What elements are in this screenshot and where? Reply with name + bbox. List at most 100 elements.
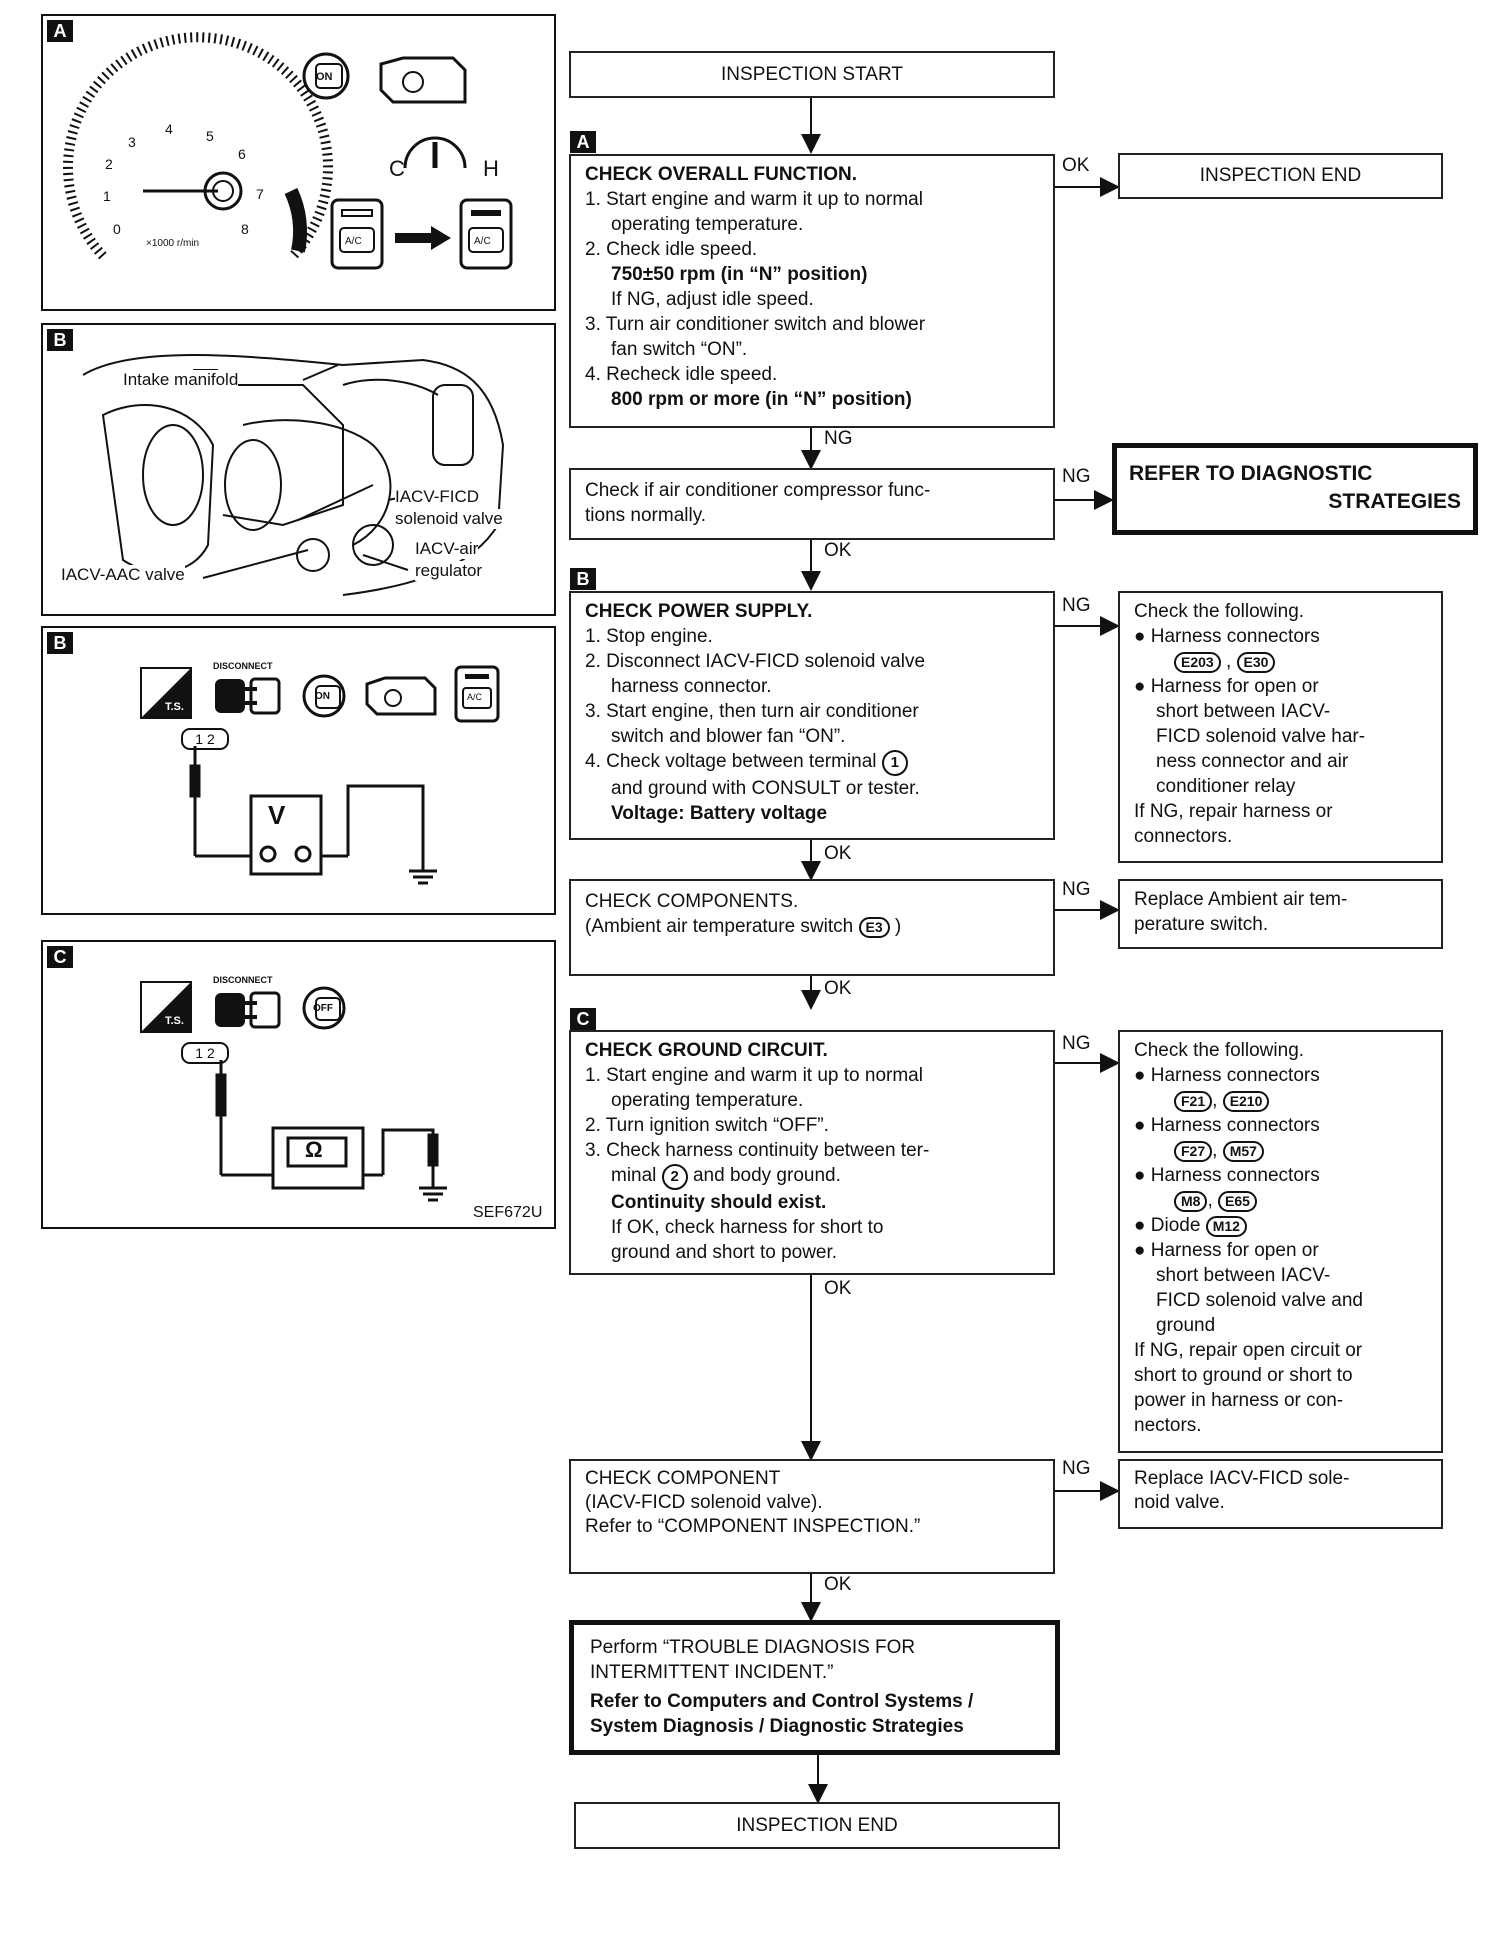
panel-b-engine: B Intake manifold IACV-FICD solenoid val…: [41, 323, 556, 616]
component-ng-box: Replace IACV-FICD sole- noid valve.: [1118, 1459, 1443, 1529]
inspection-start-text: INSPECTION START: [721, 64, 903, 85]
ng-text: ness connector and air: [1156, 751, 1349, 772]
ng-bullet-text: Diode: [1150, 1215, 1201, 1236]
step-a-spec: 750±50 rpm (in “N” position): [611, 264, 868, 285]
connector-m12: M12: [1205, 1216, 1247, 1237]
ng-note: connectors.: [1134, 826, 1233, 847]
connector-e203: E203: [1174, 652, 1221, 673]
panel-a: A 0 1 2 3 4 5 6 7 8 ×1000 r/min ON C H A…: [41, 14, 556, 311]
ts-icon: [140, 667, 192, 719]
inspection-start-box: INSPECTION START: [569, 51, 1055, 98]
ng-bullet: ● Harness for open or: [1134, 1240, 1319, 1261]
ac-switch-on-icon: [454, 665, 500, 723]
ng-note: If NG, repair open circuit or: [1134, 1340, 1363, 1361]
perform-line: INTERMITTENT INCIDENT.”: [590, 1662, 834, 1683]
disconnect-label: DISCONNECT: [213, 975, 273, 985]
tick-label: 7: [256, 186, 264, 202]
step-b-line: 2. Disconnect IACV-FICD solenoid valve: [585, 651, 926, 672]
intake-manifold-label: Intake manifold: [123, 370, 239, 390]
ng-bullet-text: Harness for open or: [1150, 1240, 1319, 1261]
components-text: ): [894, 916, 902, 937]
ac-label: A/C: [474, 236, 491, 247]
terminal-connector: 1 2: [181, 728, 229, 750]
ng-bullet: ● Harness for open or: [1134, 676, 1319, 697]
component-line: CHECK COMPONENT: [585, 1468, 781, 1489]
component-line: (IACV-FICD solenoid valve).: [585, 1492, 823, 1513]
components-ng-box: Replace Ambient air tem- perature switch…: [1118, 879, 1443, 949]
step-c-line: minal 2 and body ground.: [585, 1163, 1039, 1190]
step-b-spec: Voltage: Battery voltage: [611, 803, 828, 824]
step-c-note: If OK, check harness for short to: [611, 1217, 884, 1238]
ng-bullet-text: Harness for open or: [1150, 676, 1319, 697]
inspection-end-text: INSPECTION END: [1199, 165, 1362, 186]
connector-list: M8, E65: [1134, 1188, 1427, 1213]
step-b-line: 3. Start engine, then turn air condition…: [585, 701, 919, 722]
perform-reference: System Diagnosis / Diagnostic Strategies: [590, 1716, 964, 1737]
step-a-line: 1. Start engine and warm it up to normal: [585, 189, 923, 210]
step-a-spec: 800 rpm or more (in “N” position): [611, 389, 912, 410]
ng-bullet: ● Harness connectors: [1134, 626, 1320, 647]
step-b-line: switch and blower fan “ON”.: [611, 726, 846, 747]
ac-switch-on-icon: [459, 198, 513, 270]
ng-bullet: ● Harness connectors: [1134, 1165, 1320, 1186]
step-b-l4-text: 4. Check voltage between terminal: [585, 751, 877, 772]
terminal-2-marker: 2: [661, 1164, 688, 1190]
step-c-line: operating temperature.: [611, 1090, 804, 1111]
voltmeter-symbol: V: [268, 800, 286, 830]
iacv-ficd-label: IACV-FICD: [395, 487, 480, 507]
check-components-box: CHECK COMPONENTS. (Ambient air temperatu…: [569, 879, 1055, 976]
ng-label: NG: [1062, 1033, 1091, 1054]
ng-label: NG: [1062, 879, 1091, 900]
check-power-supply-box: CHECK POWER SUPPLY. 1. Stop engine. 2. D…: [569, 591, 1055, 840]
connector-e65: E65: [1218, 1191, 1257, 1212]
component-ng-line: Replace IACV-FICD sole-: [1134, 1468, 1350, 1489]
components-ng-line: perature switch.: [1134, 914, 1269, 935]
voltmeter-circuit: [189, 746, 437, 885]
compressor-check-box: Check if air conditioner compressor func…: [569, 468, 1055, 540]
check-component-box: CHECK COMPONENT (IACV-FICD solenoid valv…: [569, 1459, 1055, 1574]
step-a-title: CHECK OVERALL FUNCTION.: [585, 164, 857, 185]
connector-list: E203 , E30: [1134, 649, 1427, 674]
step-b-title: CHECK POWER SUPPLY.: [585, 601, 813, 622]
gauge-cold-label: C: [389, 156, 405, 181]
step-c-spec: Continuity should exist.: [611, 1192, 827, 1213]
ignition-key-icon: [302, 52, 350, 100]
connector-list: F27, M57: [1134, 1138, 1427, 1163]
step-c-marker: C: [570, 1008, 596, 1030]
ng-text: short between IACV-: [1156, 701, 1331, 722]
ng-text: FICD solenoid valve and: [1156, 1290, 1363, 1311]
terminal-connector: 1 2: [181, 1042, 229, 1064]
engine-icon: [379, 56, 467, 104]
components-ng-line: Replace Ambient air tem-: [1134, 889, 1348, 910]
connector-e210: E210: [1222, 1091, 1270, 1112]
ts-label: T.S.: [165, 701, 184, 713]
tick-label: 1: [103, 188, 111, 204]
ng-label: NG: [824, 428, 853, 449]
tachometer-illustration: [63, 32, 333, 260]
iacv-aac-valve-label: IACV-AAC valve: [61, 565, 185, 585]
ng-bullet-text: Harness connectors: [1150, 626, 1320, 647]
step-c-note: ground and short to power.: [611, 1242, 838, 1263]
step-b-line: harness connector.: [611, 676, 772, 697]
ng-bullet-text: Harness connectors: [1150, 1115, 1320, 1136]
perform-reference: Refer to Computers and Control Systems /: [590, 1691, 974, 1712]
step-a-line: operating temperature.: [611, 214, 804, 235]
key-off-label: OFF: [313, 1003, 333, 1014]
engine-icon: [365, 676, 437, 716]
ng-note: power in harness or con-: [1134, 1390, 1344, 1411]
step-b-line: 1. Stop engine.: [585, 626, 713, 647]
step-c-text: minal: [611, 1165, 657, 1186]
refer-diagnostic-strategies-box: REFER TO DIAGNOSTIC STRATEGIES: [1112, 443, 1478, 535]
ignition-key-icon: [302, 674, 346, 718]
ts-label: T.S.: [165, 1015, 184, 1027]
component-line: Refer to “COMPONENT INSPECTION.”: [585, 1516, 921, 1537]
ng-text: conditioner relay: [1156, 776, 1296, 797]
step-a-marker: A: [570, 131, 596, 153]
ok-label: OK: [824, 1278, 852, 1299]
ac-label: A/C: [467, 692, 483, 702]
panel-b-letter: B: [47, 329, 73, 351]
solenoid-valve-label: solenoid valve: [395, 509, 503, 529]
panel-b-voltage: B T.S. DISCONNECT ON A/C 1 2: [41, 626, 556, 915]
check-ground-circuit-box: CHECK GROUND CIRCUIT. 1. Start engine an…: [569, 1030, 1055, 1275]
ng-title: Check the following.: [1134, 1040, 1305, 1061]
